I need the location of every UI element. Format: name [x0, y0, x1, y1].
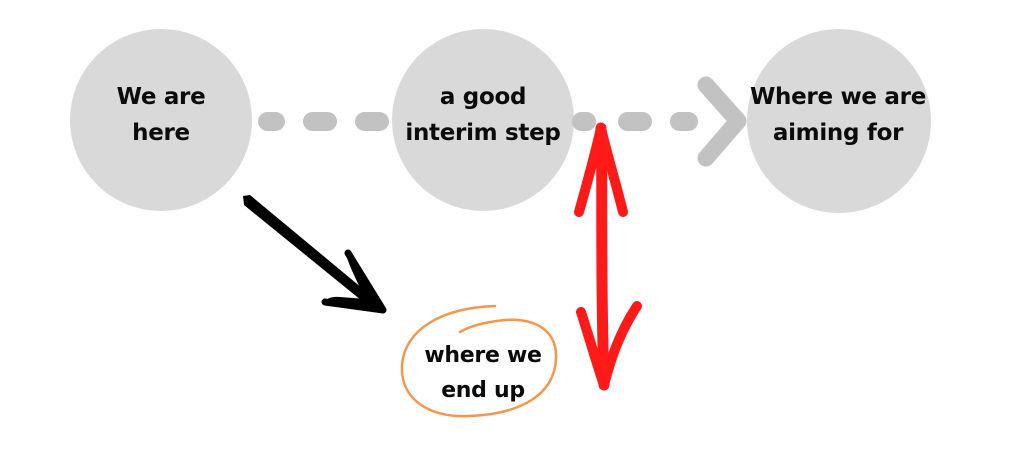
dash	[670, 112, 698, 131]
dash	[258, 112, 285, 131]
dashed-connector-current-interim	[258, 112, 389, 131]
arrow-shaft	[243, 195, 380, 309]
dash	[572, 112, 596, 131]
label-line: end up	[441, 378, 525, 403]
label-line: aiming for	[772, 120, 904, 146]
node-outcome-label: where we end up	[408, 338, 558, 408]
node-goal-label: Where we are aiming for	[738, 79, 938, 151]
gap-arrow-bottom-head-icon	[576, 301, 642, 390]
node-goal-circle	[747, 29, 931, 213]
dash	[618, 112, 652, 131]
outcome-outline-stroke	[400, 304, 558, 418]
arrow-current-to-outcome	[243, 195, 387, 314]
node-current-circle	[70, 29, 252, 211]
gap-arrow-top-head-icon	[574, 123, 628, 217]
outcome-circle-outline	[400, 304, 558, 418]
gap-double-arrow	[574, 122, 642, 391]
dash	[355, 112, 389, 131]
dash	[303, 112, 337, 131]
node-current-label: We are here	[71, 79, 251, 151]
label-line: where we	[424, 343, 542, 368]
arrow-head-icon	[324, 252, 383, 310]
label-line: interim step	[405, 120, 561, 146]
node-interim-circle	[392, 29, 574, 211]
gap-arrow-shaft	[595, 122, 610, 391]
dashed-connector-interim-goal	[572, 112, 698, 131]
label-line: here	[132, 120, 190, 146]
label-line: a good	[439, 84, 527, 110]
arrow-head-stroke	[321, 249, 387, 314]
chevron-arrowhead-icon	[697, 76, 747, 167]
label-line: Where we are	[749, 84, 926, 110]
label-line: We are	[116, 84, 206, 110]
node-interim-label: a good interim step	[393, 79, 573, 151]
